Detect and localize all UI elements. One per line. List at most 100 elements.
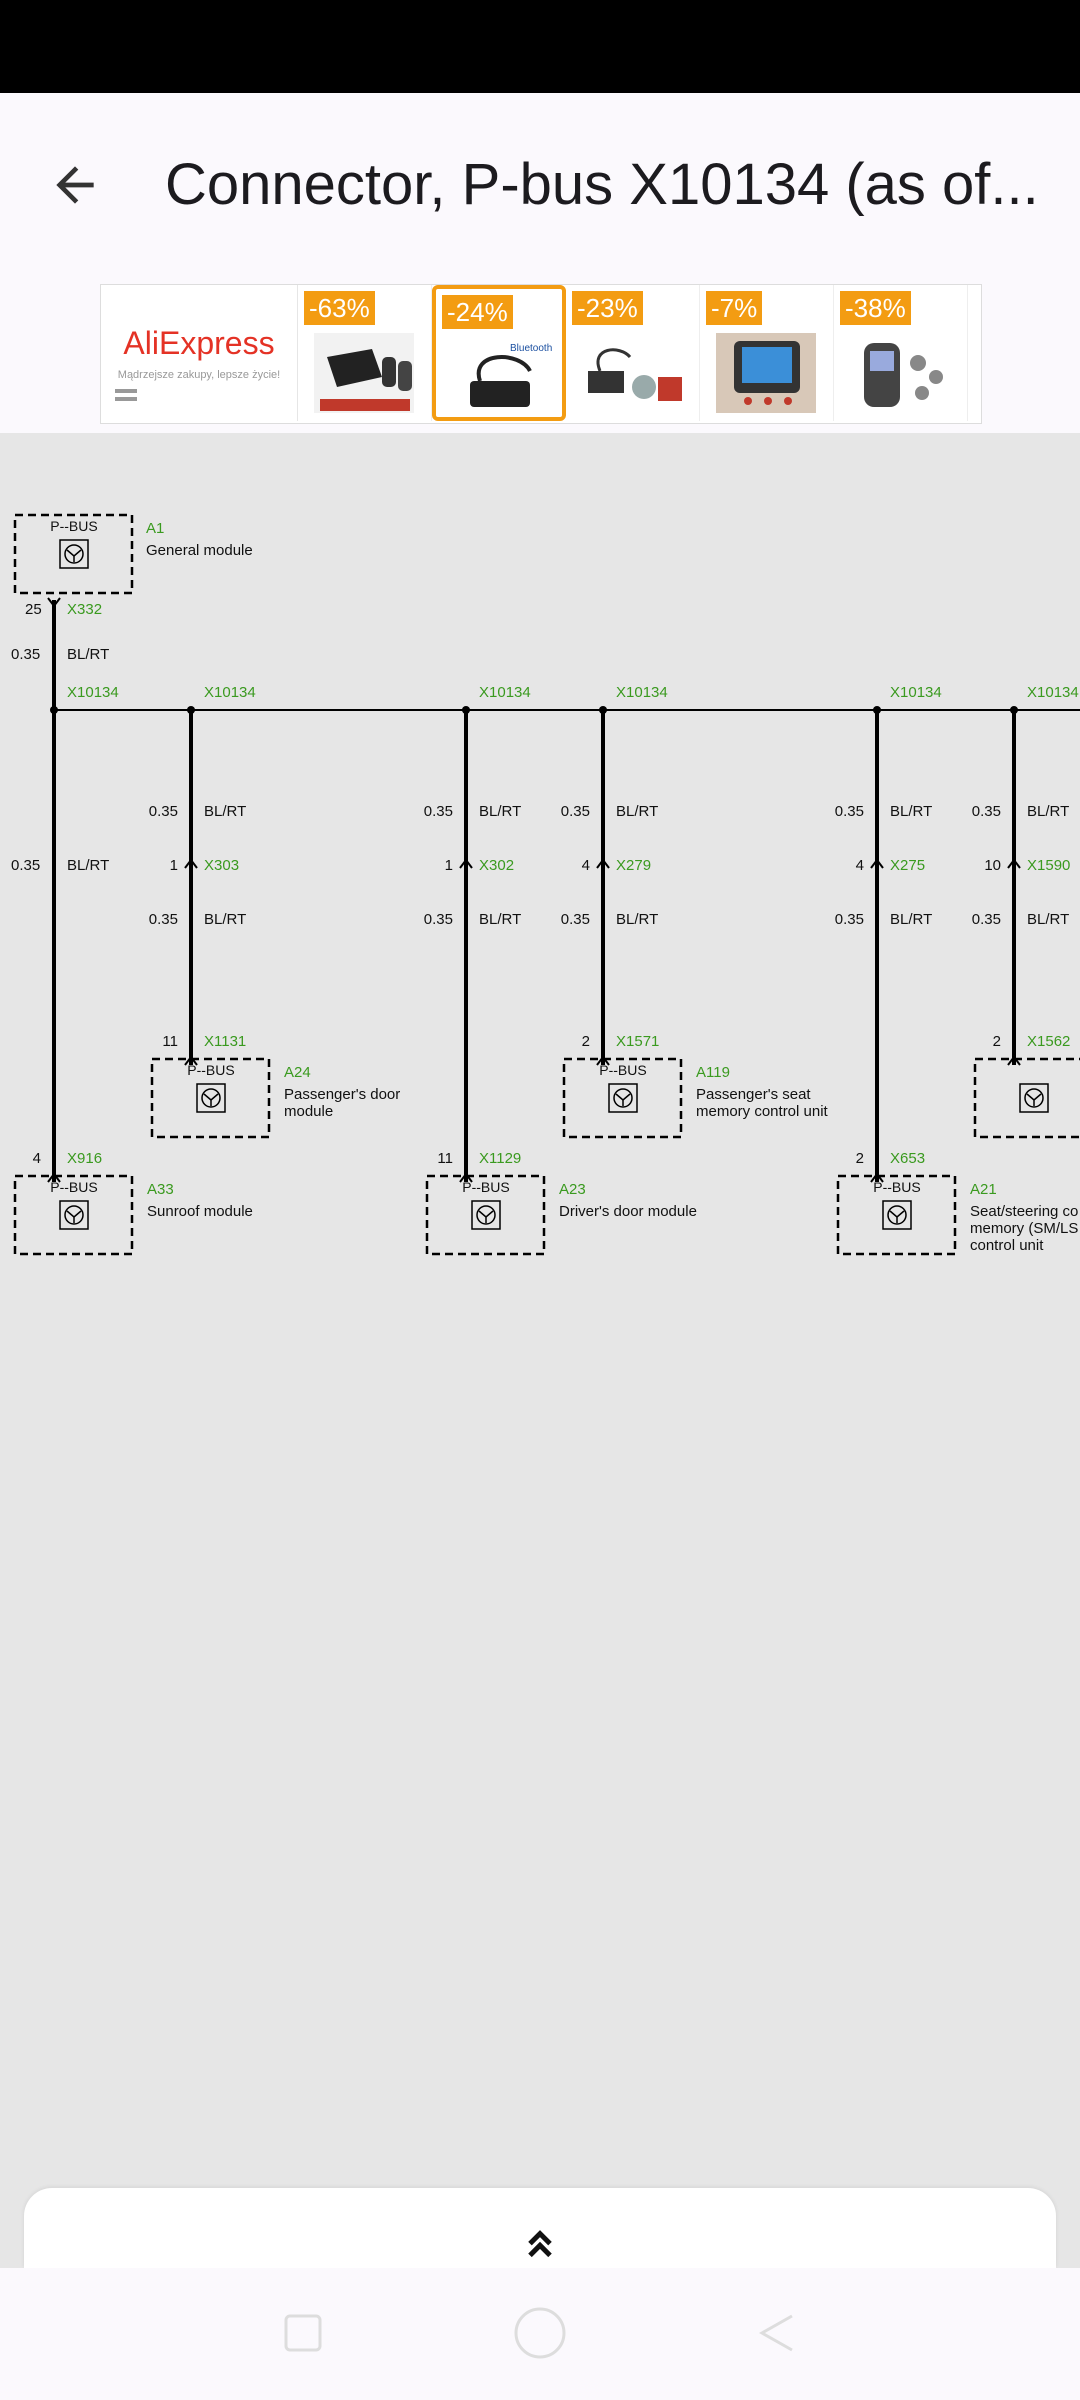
back-button[interactable] — [38, 148, 112, 222]
bus-label: P--BUS — [187, 1062, 234, 1078]
pin-number: 11 — [437, 1150, 453, 1167]
connector-label: X302 — [479, 857, 514, 874]
bus-label: P--BUS — [599, 1062, 646, 1078]
wire-color: BL/RT — [67, 857, 109, 874]
discount-badge: -63% — [304, 291, 375, 325]
module-ref: A1 — [146, 520, 164, 537]
module-name: Passenger's door — [284, 1086, 400, 1103]
ad-banner[interactable]: AliExpress Mądrzejsze zakupy, lepsze życ… — [100, 284, 982, 424]
connector-label: X916 — [67, 1150, 102, 1167]
expand-button[interactable] — [510, 2216, 570, 2268]
pin-number: 4 — [582, 857, 590, 874]
ad-brand-logo[interactable]: AliExpress Mądrzejsze zakupy, lepsze życ… — [101, 285, 298, 421]
bottom-sheet[interactable] — [24, 2188, 1056, 2268]
connector-label: X332 — [67, 601, 102, 618]
discount-badge: -23% — [572, 291, 643, 325]
connector-label: X279 — [616, 857, 651, 874]
ad-brand-name: AliExpress — [123, 325, 275, 361]
wire-gauge: 0.35 — [561, 911, 590, 928]
module-name: memory (SM/LS — [970, 1220, 1078, 1237]
ad-product-item-selected[interactable]: -24% Bluetooth — [432, 285, 566, 421]
ad-product-item[interactable]: -63% — [298, 285, 432, 421]
wire-gauge: 0.35 — [835, 911, 864, 928]
connector-arrow — [184, 858, 198, 869]
module-name: Seat/steering co — [970, 1203, 1078, 1220]
ecu-symbol-icon — [66, 549, 82, 562]
wire-color: BL/RT — [890, 911, 932, 928]
passenger-door-box — [150, 1057, 271, 1139]
wire-gauge: 0.35 — [972, 803, 1001, 820]
ad-product-item[interactable]: -38% — [834, 285, 968, 421]
recents-button[interactable] — [268, 2298, 338, 2368]
wire-gauge: 0.35 — [835, 803, 864, 820]
module-ref: A21 — [970, 1181, 997, 1198]
module-ref: A33 — [147, 1181, 174, 1198]
module-ref: A24 — [284, 1064, 311, 1081]
module-name: control unit — [970, 1237, 1044, 1254]
wire-gauge: 0.35 — [424, 803, 453, 820]
ecu-symbol-icon — [196, 1083, 226, 1113]
splice-connector-label: X10134 — [479, 684, 531, 701]
connector-arrow — [870, 858, 884, 869]
wire-color: BL/RT — [479, 911, 521, 928]
product-image — [850, 333, 950, 413]
product-image — [716, 333, 816, 413]
wire-gauge: 0.35 — [149, 911, 178, 928]
ecu-symbol-icon — [203, 1093, 219, 1106]
connector-label: X1131 — [204, 1033, 246, 1050]
ad-product-item[interactable]: -7% — [700, 285, 834, 421]
connector-label: X1571 — [616, 1033, 659, 1050]
connector-label: X1562 — [1027, 1033, 1070, 1050]
wire-color: BL/RT — [616, 911, 658, 928]
module-name: Sunroof module — [147, 1203, 253, 1220]
ad-product-item[interactable]: -23% — [566, 285, 700, 421]
wire-gauge: 0.35 — [424, 911, 453, 928]
wire-color: BL/RT — [1027, 803, 1069, 820]
system-nav-bar — [0, 2268, 1080, 2400]
seat-steering-box — [836, 1174, 957, 1256]
connector-arrow — [459, 1172, 473, 1183]
module-name: General module — [146, 542, 253, 559]
splice-connector-label: X10134 — [1027, 684, 1079, 701]
module-name: Passenger's seat — [696, 1086, 811, 1103]
ecu-symbol-icon — [608, 1083, 638, 1113]
wire-color: BL/RT — [890, 803, 932, 820]
module-name: memory control unit — [696, 1103, 829, 1120]
general-module-box — [13, 513, 134, 595]
driver-door-box — [425, 1174, 546, 1256]
wire-color: BL/RT — [616, 803, 658, 820]
product-image — [314, 333, 414, 413]
module-ref: A119 — [696, 1064, 730, 1081]
back-nav-button[interactable] — [742, 2298, 812, 2368]
connector-arrow — [47, 597, 61, 608]
bus-label: P--BUS — [50, 1179, 97, 1195]
ecu-symbol-icon — [1024, 1088, 1044, 1108]
connector-label: X275 — [890, 857, 925, 874]
pin-number: 2 — [856, 1150, 864, 1167]
pin-number: 1 — [170, 857, 178, 874]
ecu-symbol-icon — [64, 544, 84, 564]
ecu-symbol-icon — [59, 539, 89, 569]
wire-color: BL/RT — [67, 646, 109, 663]
connector-label: X1590 — [1027, 857, 1070, 874]
wire-color: BL/RT — [1027, 911, 1069, 928]
ecu-symbol-icon — [59, 1200, 89, 1230]
ecu-symbol-icon — [471, 1200, 501, 1230]
bus-label: P--BUS — [462, 1179, 509, 1195]
svg-text:Bluetooth: Bluetooth — [510, 343, 552, 354]
splice-connector-label: X10134 — [67, 684, 119, 701]
connector-label: X303 — [204, 857, 239, 874]
pin-number: 2 — [993, 1033, 1001, 1050]
wire-color: BL/RT — [204, 911, 246, 928]
passenger-seat-box — [562, 1057, 683, 1139]
ecu-symbol-icon — [201, 1088, 221, 1108]
module-name: Driver's door module — [559, 1203, 697, 1220]
wire-gauge: 0.35 — [149, 803, 178, 820]
connector-arrow — [459, 858, 473, 869]
home-button[interactable] — [505, 2298, 575, 2368]
connector-arrow — [870, 1172, 884, 1183]
status-bar — [0, 0, 1080, 93]
connector-arrow — [47, 1172, 61, 1183]
product-image: Bluetooth — [452, 337, 552, 417]
